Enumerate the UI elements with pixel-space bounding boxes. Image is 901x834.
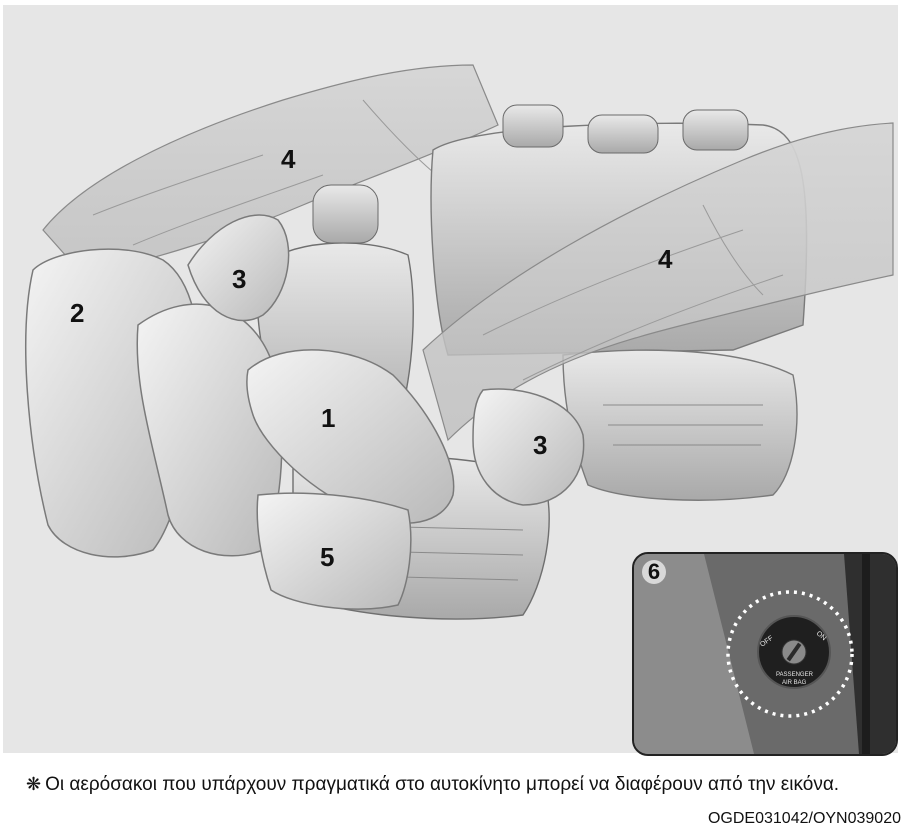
callout-4-right: 4	[658, 244, 673, 274]
callout-1: 1	[321, 403, 335, 433]
switch-label-line-2: AIR BAG	[782, 680, 807, 686]
callout-2: 2	[70, 298, 84, 328]
callout-5: 5	[320, 542, 334, 572]
airbag-switch-inset: OFF ON PASSENGER AIR BAG 6	[632, 552, 898, 756]
callout-4-left: 4	[281, 144, 296, 174]
front-headrest	[313, 185, 378, 243]
airbag-figure: 1 2 3 3 4 4 5 OFF ON PASSENGER AIR BAG 6	[3, 5, 898, 753]
switch-label-line-1: PASSENGER	[776, 672, 814, 678]
rear-headrest-center	[588, 115, 658, 153]
caption-text: Οι αερόσακοι που υπάρχουν πραγματικά στο…	[45, 774, 839, 795]
callout-3-right: 3	[533, 430, 547, 460]
rear-headrest-left	[503, 105, 563, 147]
callout-6: 6	[642, 560, 666, 584]
figure-code: OGDE031042/OYN039020	[708, 810, 901, 828]
callout-3-left: 3	[232, 264, 246, 294]
airbag-switch-illustration: OFF ON PASSENGER AIR BAG	[634, 554, 896, 754]
note-mark-icon: ❋	[26, 774, 41, 794]
figure-caption: ❋Οι αερόσακοι που υπάρχουν πραγματικά στ…	[26, 773, 886, 796]
rear-headrest-right	[683, 110, 748, 150]
